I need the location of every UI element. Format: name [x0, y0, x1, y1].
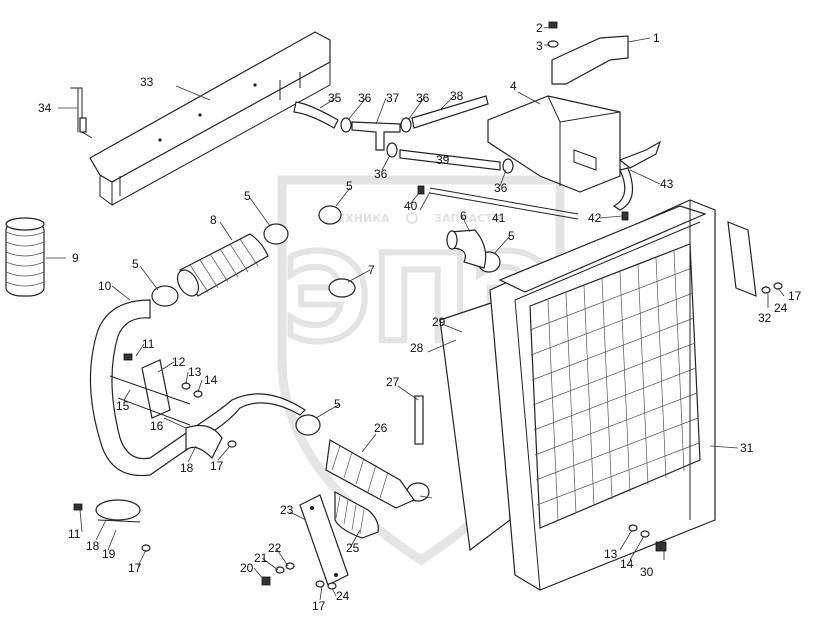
callout-11: 11 [142, 337, 155, 351]
part-cover-plate-32 [727, 221, 757, 297]
part-radiator-assembly [439, 199, 716, 591]
callout-36: 36 [374, 167, 388, 181]
part-clamp-bracket-18 [95, 425, 223, 523]
callout-28: 28 [410, 341, 424, 355]
part-small-clamps-36 [340, 117, 514, 174]
part-cover-plate-23 [299, 494, 349, 586]
callout-31: 31 [740, 441, 754, 455]
callout-37: 37 [386, 91, 400, 105]
callout-32: 32 [758, 311, 772, 325]
callout-7: 7 [368, 263, 375, 277]
callout-38: 38 [450, 89, 464, 103]
callout-5: 5 [346, 179, 353, 193]
part-hose-39 [399, 149, 501, 171]
part-tee-37 [351, 121, 401, 151]
watermark-caption-left: ТЕХНИКА [330, 212, 390, 225]
callout-16: 16 [150, 419, 164, 433]
callout-14: 14 [620, 557, 634, 571]
callout-17: 17 [788, 289, 802, 303]
part-hose-lower [89, 299, 306, 477]
callout-10: 10 [98, 279, 112, 293]
callout-42: 42 [588, 211, 602, 225]
callout-41: 41 [492, 211, 506, 225]
callout-17: 17 [312, 599, 326, 613]
callout-15: 15 [116, 399, 130, 413]
callout-33: 33 [140, 75, 154, 89]
callout-14: 14 [204, 373, 218, 387]
part-tube-41 [429, 187, 579, 220]
callout-24: 24 [336, 589, 350, 603]
part-corrugated-hose-26 [325, 439, 415, 509]
part-top-cover-plate [89, 31, 331, 206]
part-clamp [151, 205, 501, 502]
callout-20: 20 [240, 561, 254, 575]
callout-5: 5 [508, 229, 515, 243]
callout-19: 19 [102, 547, 116, 561]
callout-25: 25 [346, 541, 360, 555]
callout-4: 4 [510, 79, 517, 93]
callout-23: 23 [280, 503, 294, 517]
part-bracket-12 [109, 359, 191, 426]
leader-lines [46, 25, 785, 601]
callout-5: 5 [334, 397, 341, 411]
callout-13: 13 [188, 365, 202, 379]
part-corrugated-hose-25 [334, 490, 379, 539]
callout-17: 17 [128, 561, 142, 575]
callout-27: 27 [386, 375, 400, 389]
part-expansion-tank [487, 95, 662, 193]
callout-8: 8 [210, 213, 217, 227]
callout-6: 6 [460, 209, 467, 223]
callout-5: 5 [132, 257, 139, 271]
callout-40: 40 [404, 199, 418, 213]
callout-18: 18 [86, 539, 100, 553]
callout-30: 30 [640, 565, 654, 579]
part-hose-35 [293, 101, 339, 129]
callout-39: 39 [436, 153, 450, 167]
part-hose-short [446, 229, 487, 269]
callout-24: 24 [774, 301, 788, 315]
callout-3: 3 [536, 39, 543, 53]
callout-26: 26 [374, 421, 388, 435]
callout-36: 36 [494, 181, 508, 195]
callout-29: 29 [432, 315, 446, 329]
callout-34: 34 [38, 101, 52, 115]
callout-13: 13 [604, 547, 618, 561]
watermark-caption-right: ЗАПЧАСТИ [434, 212, 502, 225]
callout-5: 5 [244, 189, 251, 203]
callout-11: 11 [68, 527, 81, 541]
callout-22: 22 [268, 541, 282, 555]
part-corrugated-sleeve [5, 217, 45, 297]
gear-icon [406, 212, 418, 224]
part-corrugated-hose-upper [176, 233, 269, 297]
callout-36: 36 [416, 91, 430, 105]
part-bracket-34 [70, 87, 93, 139]
callout-21: 21 [254, 551, 268, 565]
part-bracket-27 [414, 395, 424, 445]
callout-36: 36 [358, 91, 372, 105]
callout-35: 35 [328, 91, 342, 105]
callout-17: 17 [210, 459, 224, 473]
callout-43: 43 [660, 177, 674, 191]
part-fasteners [73, 21, 783, 590]
callout-1: 1 [653, 31, 660, 45]
part-hose-38 [411, 95, 489, 129]
callout-18: 18 [180, 461, 194, 475]
callout-labels: 1 2 3 4 5 5 5 5 5 6 7 8 9 10 11 11 12 13… [38, 21, 802, 613]
part-bracket-1 [551, 35, 629, 85]
callout-2: 2 [536, 21, 543, 35]
callout-9: 9 [72, 251, 79, 265]
part-hose-43 [612, 167, 634, 211]
callout-12: 12 [172, 355, 186, 369]
